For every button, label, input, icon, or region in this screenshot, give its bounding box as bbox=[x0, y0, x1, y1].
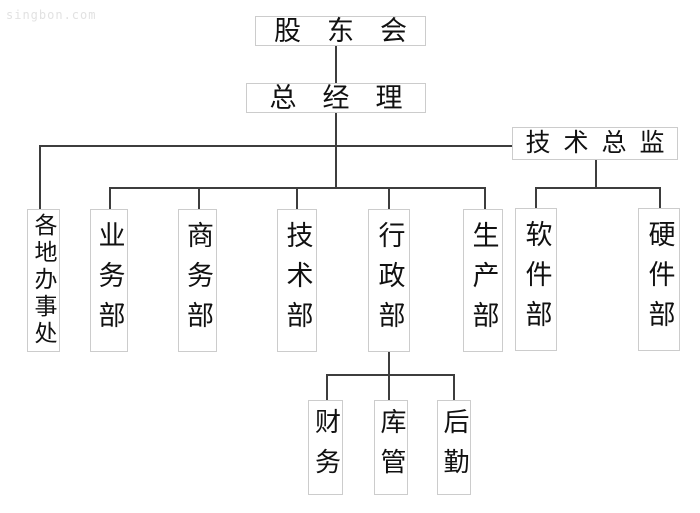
connector-drop-logistics bbox=[453, 374, 455, 401]
node-regional-offices: 各地办事处 bbox=[27, 209, 60, 352]
connector-rail-cto bbox=[535, 187, 661, 189]
node-label: 各地办事处 bbox=[31, 213, 56, 348]
connector-rail-top bbox=[39, 145, 513, 147]
node-logistics: 后勤 bbox=[437, 400, 471, 495]
node-label: 后勤 bbox=[440, 407, 469, 488]
node-label: 业务部 bbox=[94, 220, 125, 341]
connector-drop-commerce bbox=[198, 187, 200, 210]
node-label: 库管 bbox=[377, 407, 406, 488]
connector-drop-hardware bbox=[659, 187, 661, 210]
node-warehouse-mgmt: 库管 bbox=[374, 400, 408, 495]
node-finance: 财务 bbox=[308, 400, 343, 495]
connector-drop-production bbox=[484, 187, 486, 210]
connector-drop-regional bbox=[39, 145, 41, 210]
node-shareholders-meeting: 股东会 bbox=[255, 16, 426, 46]
node-label: 股东会 bbox=[274, 15, 433, 46]
connector-drop-finance bbox=[326, 374, 328, 401]
connector-drop-admin bbox=[388, 187, 390, 210]
node-tech-dept: 技术部 bbox=[277, 209, 317, 352]
connector-rail-admin bbox=[326, 374, 455, 376]
node-label: 行政部 bbox=[374, 220, 405, 341]
connector-gm-trunk bbox=[335, 112, 337, 189]
connector-cto-trunk bbox=[595, 159, 597, 189]
connector-drop-tech bbox=[296, 187, 298, 210]
node-label: 技术部 bbox=[282, 220, 313, 341]
connector-shareholders-gm bbox=[335, 46, 337, 84]
node-label: 硬件部 bbox=[644, 219, 675, 340]
connector-admin-trunk bbox=[388, 351, 390, 376]
connector-drop-warehouse bbox=[388, 374, 390, 401]
node-general-manager: 总经理 bbox=[246, 83, 426, 113]
node-label: 财务 bbox=[311, 407, 341, 488]
node-software-dept: 软件部 bbox=[515, 208, 557, 351]
node-label: 商务部 bbox=[183, 220, 213, 341]
node-label: 软件部 bbox=[521, 219, 552, 340]
node-label: 生产部 bbox=[468, 220, 499, 341]
node-label: 技术总监 bbox=[525, 130, 678, 157]
connector-drop-software bbox=[535, 187, 537, 210]
connector-drop-business bbox=[109, 187, 111, 210]
node-business-dept: 业务部 bbox=[90, 209, 128, 352]
node-commerce-dept: 商务部 bbox=[178, 209, 217, 352]
watermark-text: singbon.com bbox=[6, 8, 97, 22]
node-admin-dept: 行政部 bbox=[368, 209, 410, 352]
node-tech-director: 技术总监 bbox=[512, 127, 678, 160]
node-production-dept: 生产部 bbox=[463, 209, 503, 352]
node-label: 总经理 bbox=[269, 82, 429, 113]
node-hardware-dept: 硬件部 bbox=[638, 208, 680, 351]
